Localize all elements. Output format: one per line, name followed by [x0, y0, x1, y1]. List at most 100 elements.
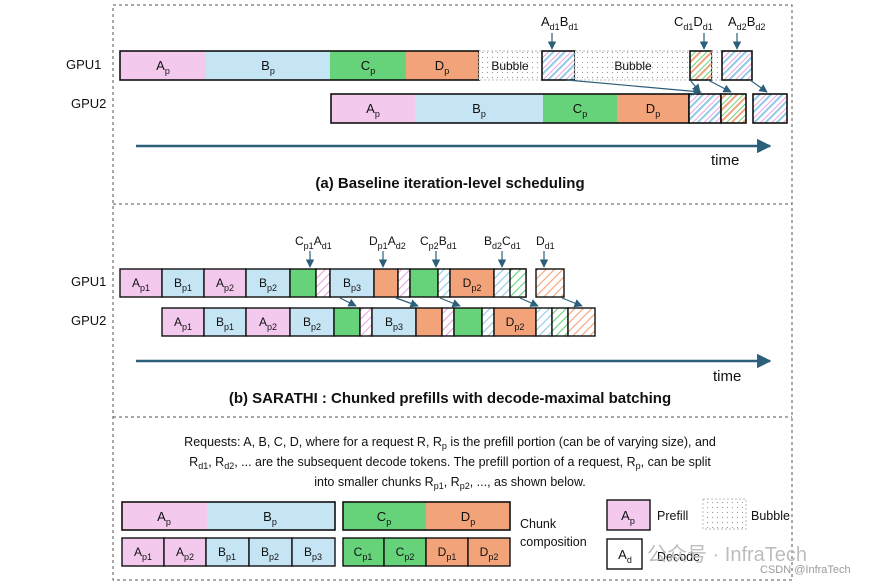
chunk: [161, 268, 205, 298]
decode-block: [752, 93, 788, 124]
panel-a-arrows: [547, 33, 768, 96]
panel-b-title: (b) SARATHI : Chunked prefills with deco…: [229, 390, 671, 407]
key-prefill-symbol: Ap: [621, 508, 635, 526]
chunk-decode: [567, 307, 596, 337]
chunk-label: Bp2: [259, 276, 277, 293]
bubble-label: Bubble: [491, 59, 529, 73]
legend: Requests: A, B, C, D, where for a reques…: [121, 435, 790, 570]
chunk: [205, 537, 250, 567]
decode-label: Ad1Bd1: [541, 14, 578, 32]
bubble-label: Bubble: [614, 59, 652, 73]
chunk-label: Bp3: [343, 276, 361, 293]
chunk-label: Bp3: [385, 315, 403, 332]
chunk-label: Ap1: [132, 276, 150, 293]
gpu1-label-b: GPU1: [71, 274, 106, 289]
chunk-label: Bp2: [261, 545, 279, 562]
chunk-composition-label: composition: [520, 535, 587, 549]
key-decode-symbol: Ad: [618, 547, 632, 565]
composition-label: Ap: [157, 509, 171, 527]
chunk-label: Cp1: [354, 545, 373, 562]
segment-label: Cp: [573, 101, 587, 119]
chunk-label: Ap2: [216, 276, 234, 293]
panel-a-title: (a) Baseline iteration-level scheduling: [315, 175, 584, 192]
chunk-decode: [509, 268, 527, 298]
panel-b-arrows: [305, 251, 583, 308]
bubble-3: [711, 50, 723, 81]
segment-label: Cp: [361, 58, 375, 76]
chunk: [119, 268, 163, 298]
chunk: [373, 268, 399, 298]
gpu2-label-b: GPU2: [71, 313, 106, 328]
chunk-decode: [315, 268, 331, 298]
chunk-label: Dp2: [463, 276, 482, 293]
segment-label: Bp: [472, 101, 486, 119]
composition-label: Cp: [377, 509, 391, 527]
segment-label: Dp: [435, 58, 449, 76]
chunk: [409, 268, 439, 298]
chunk: [245, 268, 291, 298]
chunk-label: Dp1: [438, 545, 457, 562]
segment-label: Ap: [156, 58, 170, 76]
segment-label: Ap: [366, 101, 380, 119]
gpu1-timeline-a: Ap Bp Cp Dp Bubble Bubble: [119, 50, 753, 81]
segment-label: Bp: [261, 58, 275, 76]
panel-a: GPU1 GPU2 Ap Bp Cp Dp Bubble Bubble: [66, 14, 788, 192]
decode-label: Cp1Ad1: [295, 234, 332, 251]
chunk-label: Ap2: [176, 545, 194, 562]
decode-label: Dd1: [536, 234, 555, 251]
chunk-decode: [397, 268, 411, 298]
chunk-label: Dp2: [480, 545, 499, 562]
key-bubble-text: Bubble: [751, 509, 790, 523]
chunk-label: Cp2: [396, 545, 415, 562]
chunk-label: Bp3: [304, 545, 322, 562]
chunk: [383, 537, 427, 567]
decode-label: Dp1Ad2: [369, 234, 406, 251]
decode-block: [720, 93, 747, 124]
chunk-label: Bp1: [218, 545, 236, 562]
composition-label: Bp: [263, 509, 277, 527]
chunk-decode: [551, 307, 569, 337]
chunk: [203, 307, 247, 337]
decode-label: Cp2Bd1: [420, 234, 457, 251]
key-decode-swatch: [606, 538, 643, 570]
legend-line-2: Rd1, Rd2, ... are the subsequent decode …: [189, 455, 711, 471]
key-decode-text: Decode: [657, 550, 700, 564]
decode-label: Cd1Dd1: [674, 14, 713, 32]
watermark-brand: 公众号 · InfraTech: [647, 544, 808, 566]
decode-block: [721, 50, 753, 81]
chunk: [245, 307, 291, 337]
chunk-decode: [359, 307, 373, 337]
watermark-csdn: CSDN @InfraTech: [760, 564, 851, 576]
chunk-decode: [437, 268, 451, 298]
outer-frame: [112, 4, 793, 581]
chunk: [453, 307, 483, 337]
gpu1-timeline-b: Ap1 Bp1 Ap2 Bp2 Bp3 Dp2: [119, 268, 565, 298]
time-label-a: time: [711, 152, 739, 169]
chunk: [467, 537, 511, 567]
decode-label: Ad2Bd2: [728, 14, 765, 32]
legend-line-1: Requests: A, B, C, D, where for a reques…: [184, 435, 716, 451]
panel-b: GPU1 GPU2 Ap1 Bp1 Ap2 Bp2 Bp3 Dp2: [71, 234, 772, 407]
chunk-label: Dp2: [506, 315, 525, 332]
chunk-decode: [535, 268, 565, 298]
chunk: [342, 537, 385, 567]
chunk-label: Bp1: [174, 276, 192, 293]
decode-block: [689, 50, 713, 81]
key-bubble-swatch: [702, 498, 747, 530]
key-prefill-swatch: [606, 499, 651, 531]
gpu1-label-a: GPU1: [66, 57, 101, 72]
chunk-label: Ap2: [259, 315, 277, 332]
composition-outline: [342, 501, 511, 531]
chunk: [289, 268, 317, 298]
gpu2-label-a: GPU2: [71, 96, 106, 111]
gpu2-timeline-b: Ap1 Bp1 Ap2 Bp2 Bp3 Dp2: [161, 307, 596, 337]
chunk-composition-label: Chunk: [520, 517, 557, 531]
chunk-decode: [441, 307, 455, 337]
chunk-decode: [481, 307, 495, 337]
gpu2-timeline-a: Ap Bp Cp Dp: [330, 93, 788, 124]
chunk: [121, 537, 165, 567]
time-label-b: time: [713, 368, 741, 385]
legend-line-3: into smaller chunks Rp1, Rp2, ..., as sh…: [314, 475, 586, 491]
composition-outline: [121, 501, 336, 531]
chunk-label: Ap1: [134, 545, 152, 562]
